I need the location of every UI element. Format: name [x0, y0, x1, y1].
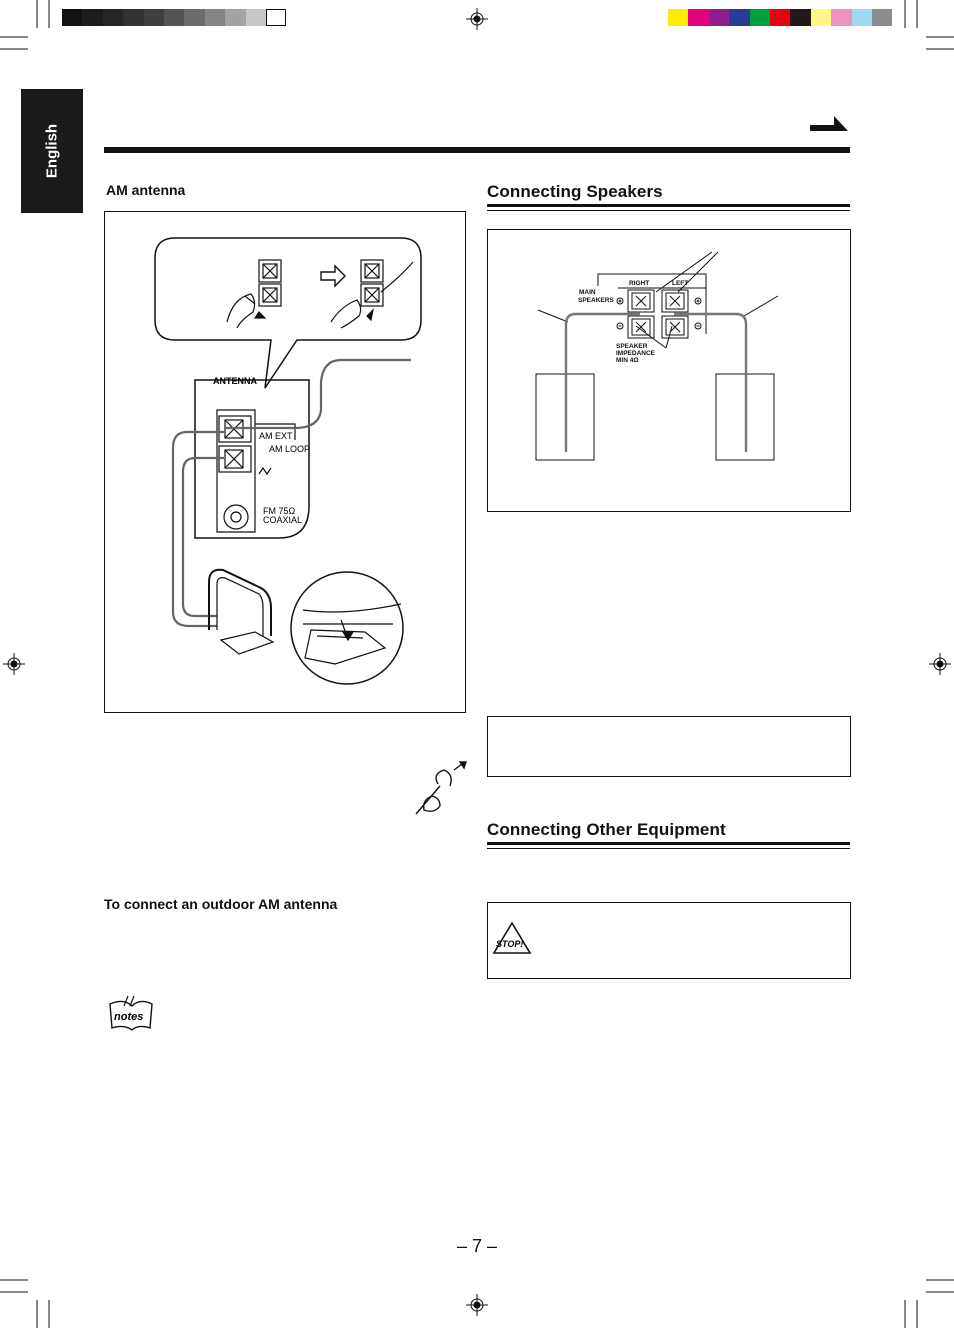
- speakers-label: SPEAKERS: [578, 297, 614, 304]
- gray-swatch: [225, 9, 246, 26]
- main-label: MAIN: [579, 289, 596, 296]
- am-loop-label: AM LOOP: [269, 444, 310, 454]
- other-equipment-heading-rule: [487, 842, 850, 845]
- color-swatch: [872, 9, 893, 26]
- color-swatch: [770, 9, 791, 26]
- gray-swatch: [143, 9, 164, 26]
- antenna-figure: ANTENNA AM EXT AM LOOP FM 75Ω COAXIAL: [104, 211, 466, 713]
- color-swatch: [749, 9, 770, 26]
- gray-swatch: [245, 9, 266, 26]
- color-swatch: [708, 9, 730, 26]
- gray-swatch: [184, 9, 205, 26]
- other-equipment-heading-rule-thin: [487, 848, 850, 849]
- stop-icon-text: STOP!: [496, 939, 523, 949]
- left-label: LEFT: [672, 280, 688, 287]
- gray-swatch: [102, 9, 124, 26]
- continue-arrow-icon: [810, 116, 848, 131]
- color-swatch: [810, 9, 832, 26]
- color-swatch: [831, 9, 852, 26]
- caution-box: STOP!: [487, 902, 851, 979]
- gray-swatch: [62, 9, 83, 26]
- impedance-label-2: IMPEDANCE: [616, 350, 656, 357]
- language-tab: English: [21, 89, 83, 213]
- notes-icon-text: notes: [114, 1011, 143, 1023]
- other-equipment-heading: Connecting Other Equipment: [487, 820, 726, 839]
- right-label: RIGHT: [629, 280, 649, 287]
- gray-swatch: [123, 9, 144, 26]
- color-swatch: [790, 9, 811, 26]
- speakers-note-box: [487, 716, 851, 777]
- outdoor-antenna-heading: To connect an outdoor AM antenna: [104, 896, 338, 912]
- speakers-heading-rule-thin: [487, 210, 850, 211]
- notes-icon: notes: [109, 995, 153, 1031]
- gray-swatch: [204, 9, 226, 26]
- impedance-label-1: SPEAKER: [616, 343, 648, 350]
- registration-marks: [3, 8, 951, 1316]
- coaxial-label: COAXIAL: [263, 515, 302, 525]
- speakers-heading-rule: [487, 204, 850, 207]
- gray-swatch: [266, 9, 287, 26]
- speakers-heading: Connecting Speakers: [487, 182, 663, 201]
- color-swatch: [729, 9, 750, 26]
- gray-swatch: [164, 9, 185, 26]
- fm-label: FM 75Ω: [263, 506, 296, 516]
- header-rule: [104, 147, 850, 153]
- color-swatch: [851, 9, 872, 26]
- impedance-label-3: MIN 4Ω: [616, 357, 639, 364]
- gray-swatch: [82, 9, 103, 26]
- antenna-rotate-icon: [415, 761, 467, 815]
- antenna-diagram: ANTENNA AM EXT AM LOOP FM 75Ω COAXIAL: [154, 237, 422, 685]
- language-tab-label: English: [43, 123, 61, 179]
- page-number: – 7 –: [456, 1236, 498, 1256]
- speakers-diagram: MAIN SPEAKERS RIGHT LEFT SPEAKER IMPEDAN…: [535, 251, 779, 461]
- speakers-figure: MAIN SPEAKERS RIGHT LEFT SPEAKER IMPEDAN…: [487, 229, 851, 512]
- antenna-panel-title: ANTENNA: [213, 376, 257, 386]
- am-antenna-label: AM antenna: [106, 182, 186, 198]
- color-swatch: [668, 9, 689, 26]
- stop-warning-icon: STOP!: [492, 921, 532, 954]
- am-ext-label: AM EXT: [259, 431, 293, 441]
- color-swatch: [688, 9, 709, 26]
